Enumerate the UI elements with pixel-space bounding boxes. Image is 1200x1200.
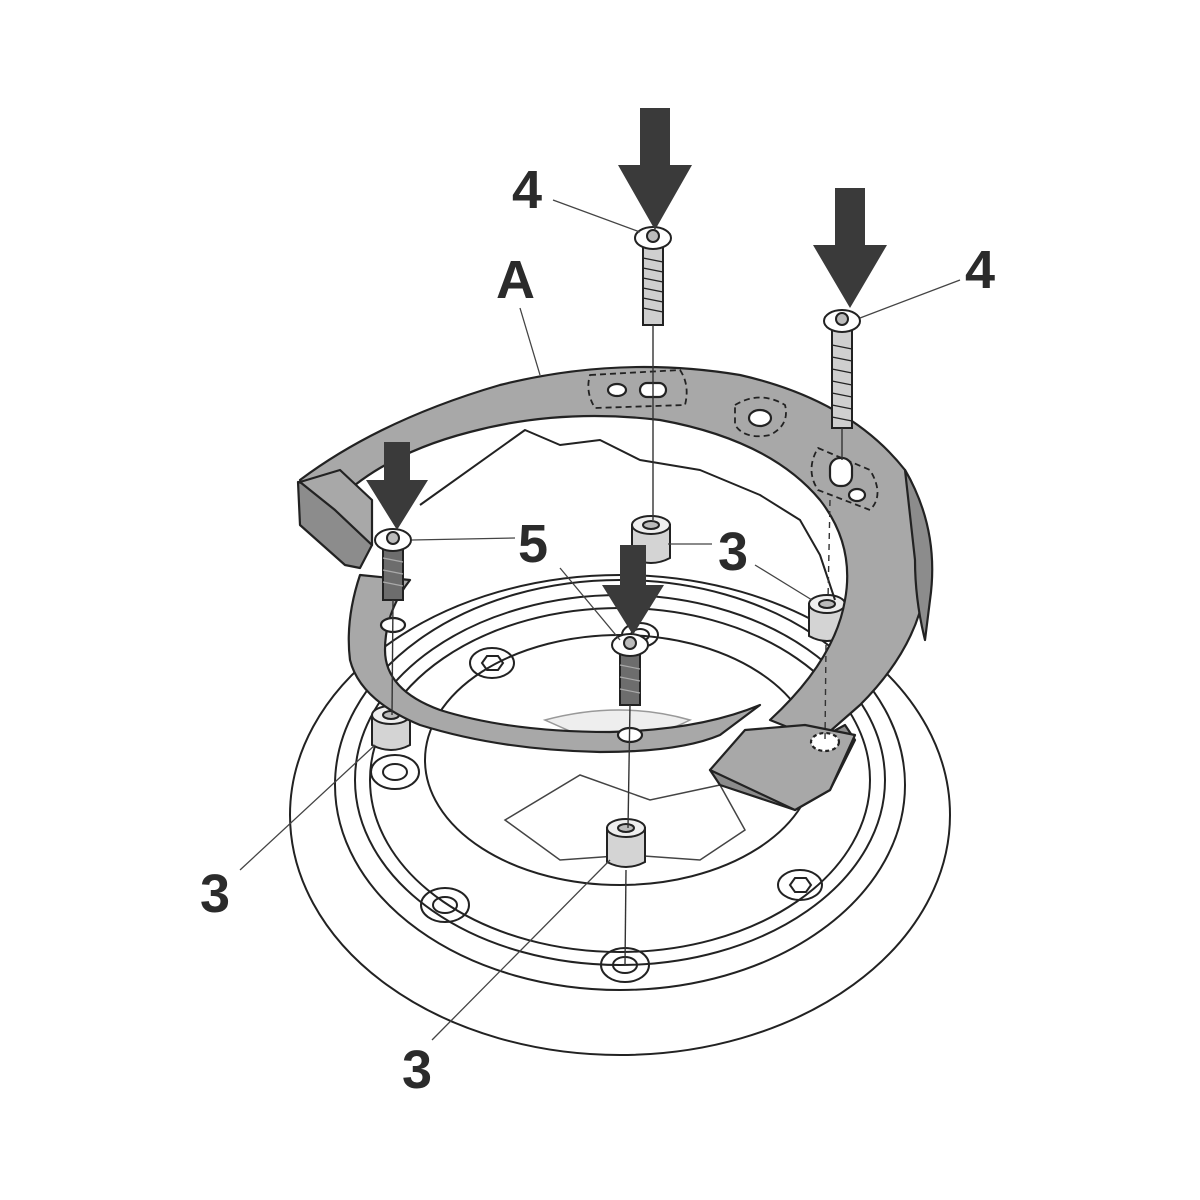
- callout-screw-top-right: 4: [965, 240, 995, 300]
- cap-screw-hole: [370, 754, 420, 790]
- spacer-icon: [606, 818, 646, 868]
- alignment-lines: [391, 325, 843, 966]
- callout-spacer-bottom: 3: [402, 1040, 432, 1100]
- hex-bolt-icon: [777, 869, 823, 901]
- bracket-inner-edge: [419, 429, 836, 601]
- screw-icon: [374, 528, 412, 601]
- screw-icon: [611, 633, 649, 706]
- leader-lines: [239, 199, 961, 1041]
- down-arrow-icon: [366, 442, 428, 530]
- hex-bolt-icon: [469, 647, 515, 679]
- callout-spacer-left: 3: [200, 864, 230, 924]
- callout-screw-center: 5: [518, 514, 548, 574]
- filler-sketch-outline: [503, 774, 746, 861]
- tank-cap-base: [289, 574, 951, 1056]
- bracket-mount-pad: [810, 447, 879, 511]
- down-arrow-icon: [602, 545, 664, 635]
- screw-icon: [634, 226, 672, 326]
- callout-screw-top-left: 4: [512, 160, 542, 220]
- cap-screw-hole: [420, 887, 470, 923]
- bracket-top-ring: [298, 365, 929, 742]
- callout-spacer-right: 3: [718, 522, 748, 582]
- part-label-a: A: [496, 250, 535, 310]
- bracket-mount-pad: [734, 396, 787, 438]
- down-arrow-icon: [813, 188, 887, 308]
- down-arrow-icon: [618, 108, 692, 230]
